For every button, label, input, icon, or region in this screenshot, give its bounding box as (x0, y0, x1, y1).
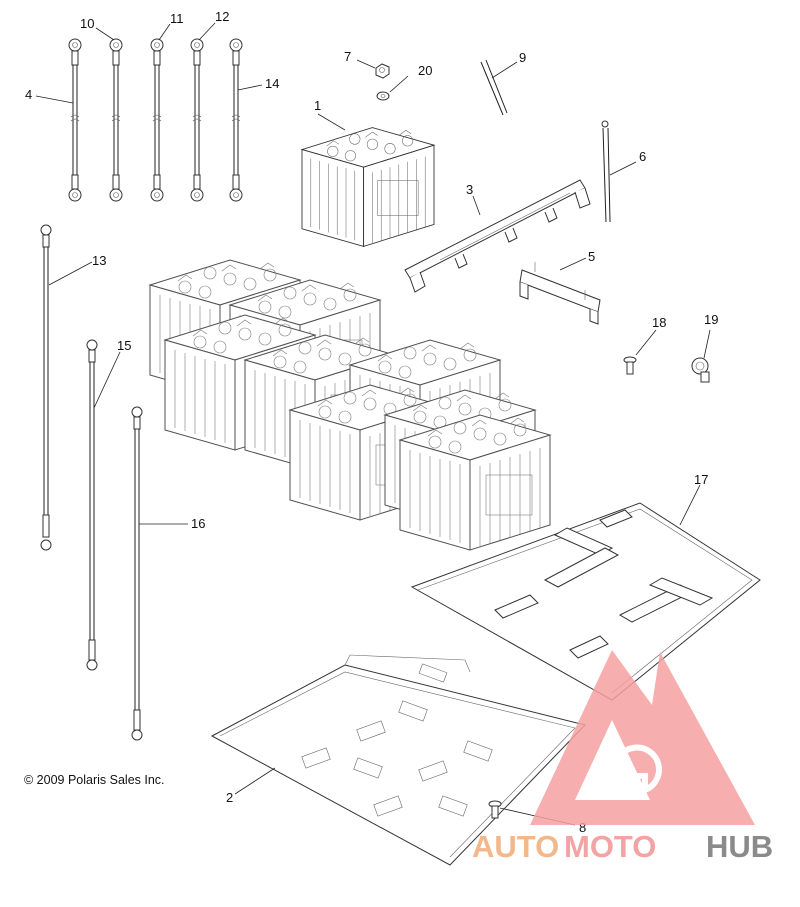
watermark-hub: HUB (706, 829, 773, 864)
cable-long-15 (86, 339, 98, 671)
nut-7 (375, 63, 390, 79)
cable-long-16 (131, 406, 143, 741)
battery-tray-17 (410, 502, 761, 701)
hold-down-rod-6 (601, 120, 611, 223)
callout-11: 11 (170, 11, 184, 26)
callout-8: 8 (579, 820, 586, 835)
hold-down-bracket-5 (519, 262, 601, 325)
callout-12: 12 (215, 9, 229, 24)
cable-set-short (68, 38, 243, 202)
callout-9: 9 (519, 50, 526, 65)
battery-cluster (149, 259, 551, 551)
washer-20 (376, 91, 390, 101)
cable-long-13 (40, 224, 52, 551)
watermark-logo (530, 650, 755, 825)
hold-down-rod-9 (480, 59, 508, 116)
watermark-triangle-icon (530, 650, 755, 825)
callout-4: 4 (25, 87, 32, 102)
callout-18: 18 (652, 315, 666, 330)
callout-13: 13 (92, 253, 106, 268)
callout-10: 10 (80, 16, 94, 31)
callout-20: 20 (418, 63, 432, 78)
hold-down-bracket-3 (404, 179, 591, 293)
callout-16: 16 (191, 516, 205, 531)
callout-17: 17 (694, 472, 708, 487)
battery-single (301, 127, 435, 247)
watermark-moto: MOTO (564, 829, 656, 864)
callout-19: 19 (704, 312, 718, 327)
callout-1: 1 (314, 98, 321, 113)
clamp-19 (691, 357, 710, 383)
bolt-8 (488, 800, 502, 819)
callout-2: 2 (226, 790, 233, 805)
callout-14: 14 (265, 76, 279, 91)
callout-15: 15 (117, 338, 131, 353)
watermark-auto: AUTO (472, 829, 559, 864)
watermark-text: AUTO MOTO HUB (472, 829, 773, 864)
callout-3: 3 (466, 182, 473, 197)
copyright-notice: © 2009 Polaris Sales Inc. (24, 773, 165, 787)
callout-5: 5 (588, 249, 595, 264)
screw-18 (623, 356, 637, 375)
callout-6: 6 (639, 149, 646, 164)
callout-labels: 1 2 3 4 5 6 7 8 9 10 11 12 13 14 15 16 1… (25, 9, 718, 835)
callout-7: 7 (344, 49, 351, 64)
